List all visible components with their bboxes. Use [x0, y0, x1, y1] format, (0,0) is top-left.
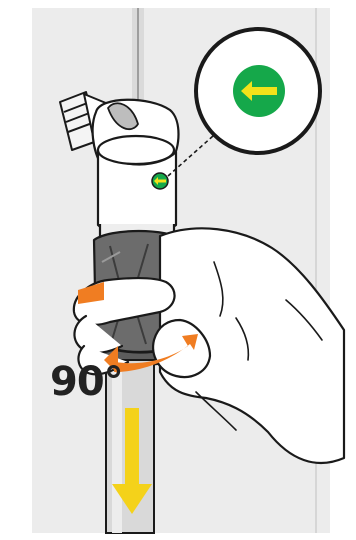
magnified-indicator-callout [196, 29, 320, 153]
valve-head [93, 100, 179, 244]
green-arrow-indicator-icon [152, 173, 168, 189]
rotation-angle-label: 90° [50, 362, 123, 402]
